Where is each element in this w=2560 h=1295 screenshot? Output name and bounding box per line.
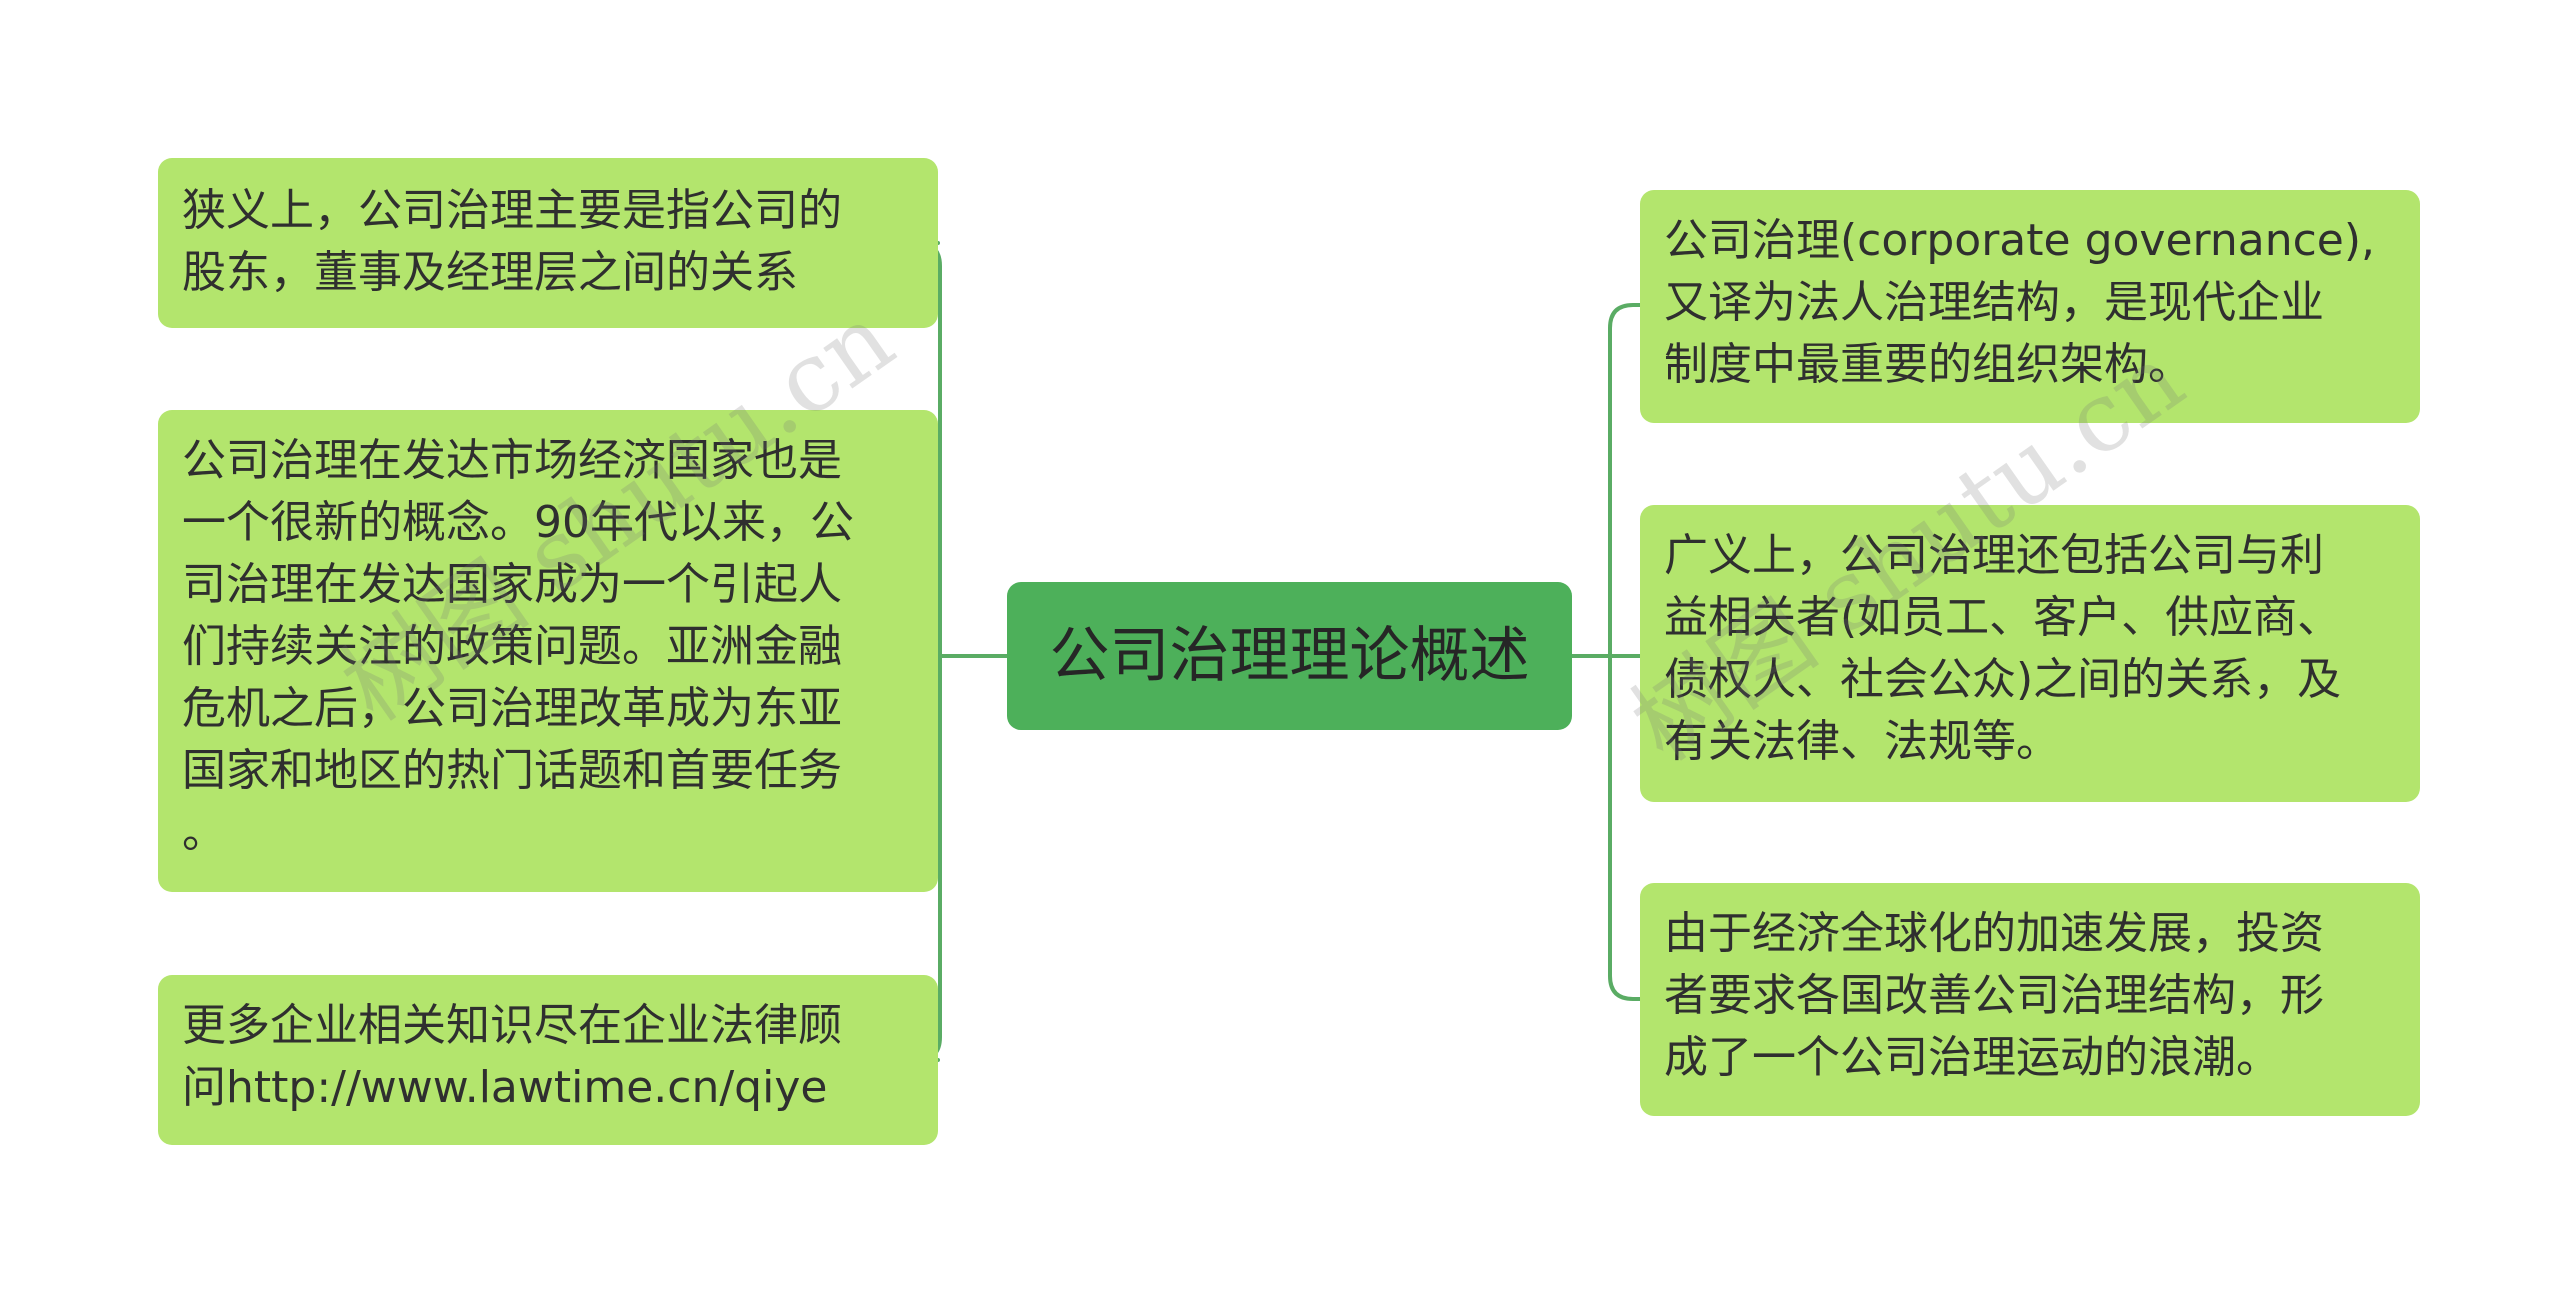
topic-corporate-governance-definition[interactable]: 公司治理(corporate governance), 又译为法人治理结构，是现…: [1640, 190, 2420, 423]
topic-globalization-wave[interactable]: 由于经济全球化的加速发展，投资 者要求各国改善公司治理结构，形 成了一个公司治理…: [1640, 883, 2420, 1116]
topic-narrow-definition[interactable]: 狭义上，公司治理主要是指公司的 股东，董事及经理层之间的关系: [158, 158, 938, 328]
central-topic[interactable]: 公司治理理论概述: [1007, 582, 1572, 730]
connector-right-3: [1608, 654, 1642, 1001]
topic-more-knowledge-link[interactable]: 更多企业相关知识尽在企业法律顾 问http://www.lawtime.cn/q…: [158, 975, 938, 1145]
connector-right-1: [1608, 303, 1642, 658]
topic-new-concept[interactable]: 公司治理在发达市场经济国家也是 一个很新的概念。90年代以来，公 司治理在发达国…: [158, 410, 938, 892]
topic-broad-definition[interactable]: 广义上，公司治理还包括公司与利 益相关者(如员工、客户、供应商、 债权人、社会公…: [1640, 505, 2420, 802]
